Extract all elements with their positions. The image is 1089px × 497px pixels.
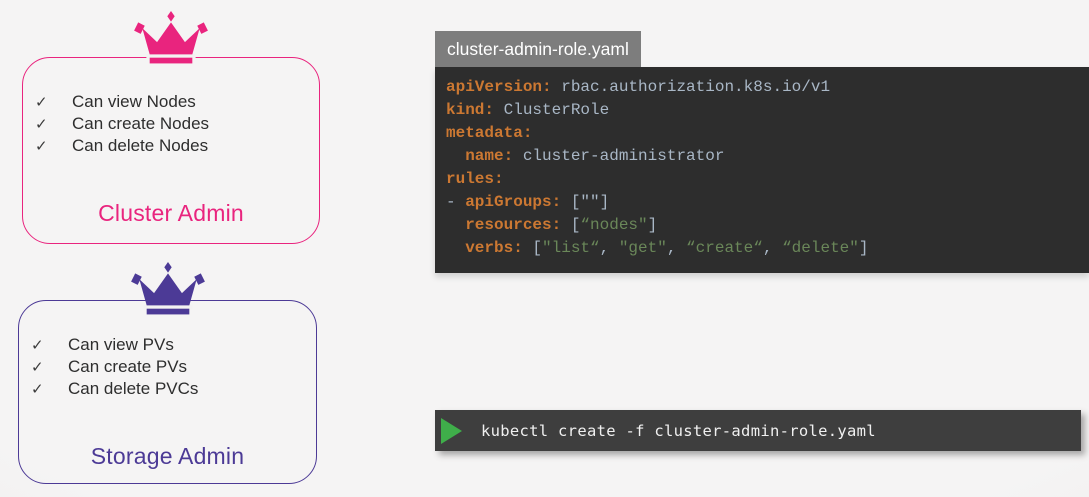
permission-item: ✓ Can view PVs xyxy=(29,334,316,356)
code-line: - apiGroups: [""] xyxy=(446,193,610,211)
permission-item: ✓ Can delete PVCs xyxy=(29,378,316,400)
permission-label: Can view Nodes xyxy=(72,92,196,111)
check-icon: ✓ xyxy=(35,94,48,111)
permission-item: ✓ Can view Nodes xyxy=(33,91,319,113)
check-icon: ✓ xyxy=(35,116,48,133)
permission-item: ✓ Can create Nodes xyxy=(33,113,319,135)
permission-label: Can delete Nodes xyxy=(72,136,209,155)
code-line: resources: [“nodes"] xyxy=(465,216,658,234)
crown-icon xyxy=(130,261,205,315)
permission-list-storage-admin: ✓ Can view PVs ✓ Can create PVs ✓ Can delete … xyxy=(19,334,316,400)
yaml-code: apiVersion: rbac.authorization.k8s.io/v1… xyxy=(435,67,1089,273)
code-line: kind: ClusterRole xyxy=(446,101,610,119)
permission-label: Can view PVs xyxy=(68,335,174,354)
code-line: rules: xyxy=(446,170,504,188)
check-icon: ✓ xyxy=(31,337,44,354)
role-title-storage-admin: Storage Admin xyxy=(90,443,245,469)
permission-item: ✓ Can create PVs xyxy=(29,356,316,378)
check-icon: ✓ xyxy=(31,359,44,376)
terminal-command: kubectl create -f cluster-admin-role.yam… xyxy=(481,421,876,440)
code-line: name: cluster-administrator xyxy=(465,147,725,165)
file-tab: cluster-admin-role.yaml xyxy=(435,31,641,67)
role-card-storage-admin: ✓ Can view PVs ✓ Can create PVs ✓ Can delete … xyxy=(18,261,317,484)
permission-label: Can create PVs xyxy=(68,357,188,376)
role-title-cluster-admin: Cluster Admin xyxy=(98,200,244,226)
code-line: metadata: xyxy=(446,124,533,142)
code-line: apiVersion: rbac.authorization.k8s.io/v1 xyxy=(446,78,831,96)
check-icon: ✓ xyxy=(31,381,44,398)
permission-list-cluster-admin: ✓ Can view Nodes ✓ Can create Nodes ✓ Can del… xyxy=(23,91,319,157)
play-icon xyxy=(441,417,462,444)
terminal-bar: kubectl create -f cluster-admin-role.yam… xyxy=(435,410,1081,451)
code-line: verbs: ["list“, "get", “create“, “delete… xyxy=(465,239,869,257)
permission-label: Can create Nodes xyxy=(72,114,210,133)
check-icon: ✓ xyxy=(35,138,48,155)
permission-item: ✓ Can delete Nodes xyxy=(33,135,319,157)
role-card-cluster-admin: ✓ Can view Nodes ✓ Can create Nodes ✓ Can del… xyxy=(22,10,320,244)
yaml-file-panel: cluster-admin-role.yaml apiVersion: rbac… xyxy=(435,31,1089,273)
permission-label: Can delete PVCs xyxy=(68,379,199,398)
crown-icon xyxy=(134,10,208,64)
